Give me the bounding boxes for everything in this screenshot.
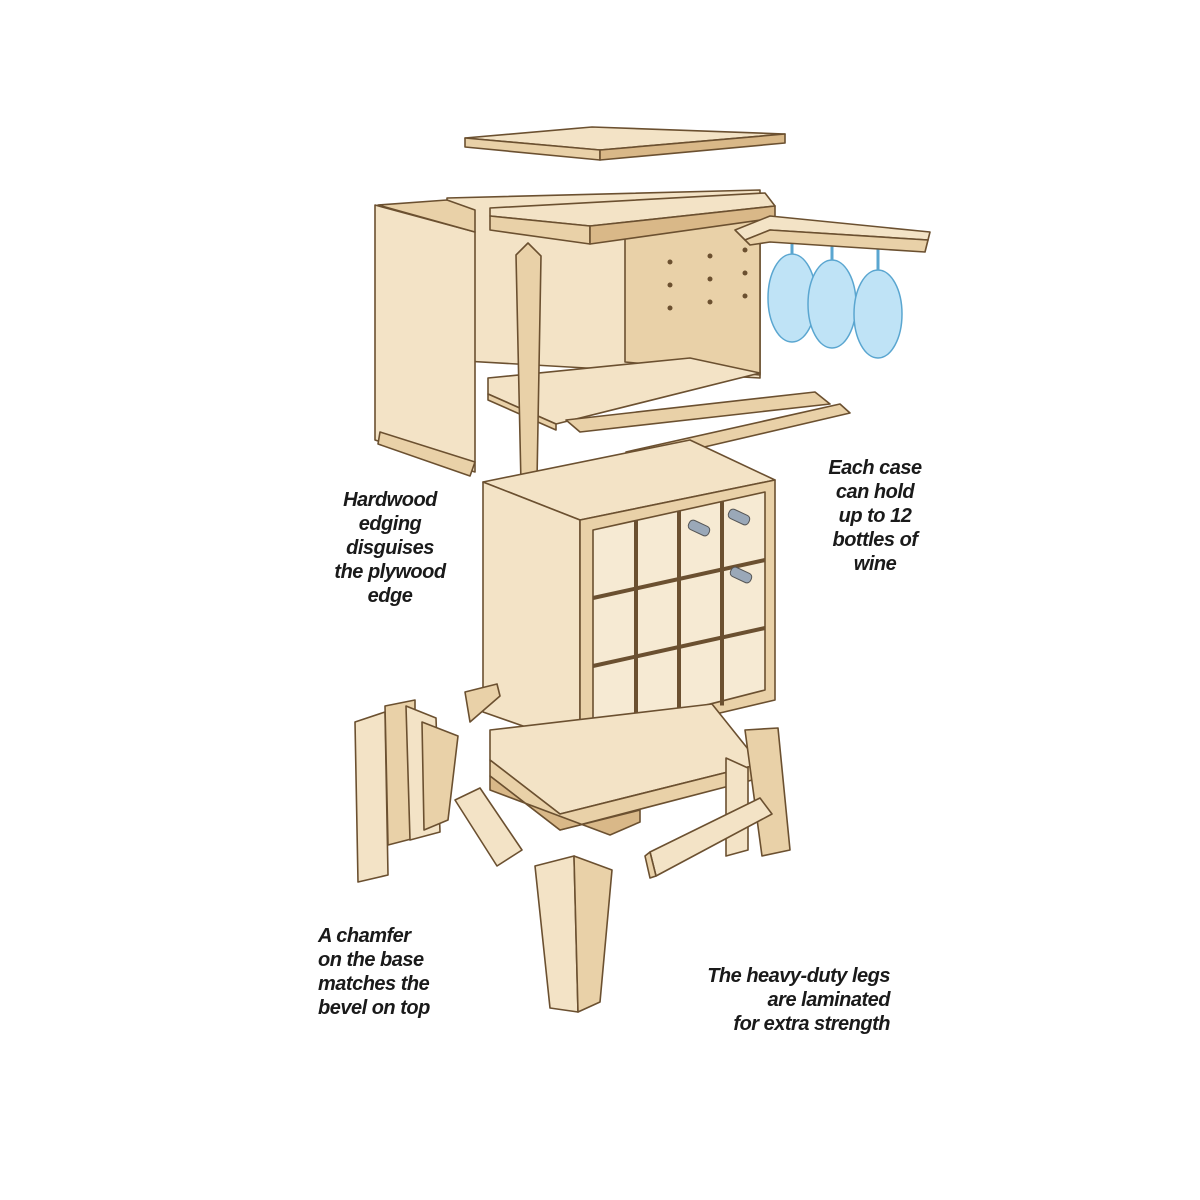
edging-annotation: Hardwood edging disguises the plywood ed… <box>300 488 480 608</box>
vertical-edging <box>515 242 542 485</box>
stemware-rack <box>734 215 931 359</box>
wine-glass <box>853 269 903 359</box>
tapered-leg <box>534 855 613 1013</box>
annotation-line: are laminated <box>767 989 891 1011</box>
annotation-line: for extra strength <box>733 1013 890 1035</box>
chamfer-annotation: A chamfer on the base matches the bevel … <box>318 924 430 1020</box>
annotation-line: can hold <box>835 481 915 503</box>
annotation-line: on the base <box>318 949 424 971</box>
annotation-line: Each case <box>828 457 922 479</box>
annotation-line: edging <box>358 513 422 535</box>
wine-bottles <box>687 508 753 584</box>
legs-annotation: The heavy-duty legs are laminated for ex… <box>707 964 890 1036</box>
left-side-panel <box>374 204 476 473</box>
left-leg-lamination <box>354 699 523 883</box>
apron-rail <box>649 797 773 877</box>
annotation-line: wine <box>853 553 897 575</box>
base-assembly <box>464 683 791 879</box>
annotation-line: Hardwood <box>343 489 437 511</box>
annotation-line: The heavy-duty legs <box>707 965 890 987</box>
wine-cubby-grid <box>592 501 766 725</box>
annotation-line: bottles of <box>832 529 919 551</box>
wine-glass <box>807 259 857 349</box>
apron-piece <box>454 787 523 867</box>
shelf <box>487 357 761 425</box>
cleat <box>464 683 501 723</box>
case-side <box>482 481 581 747</box>
cubby-shelf <box>592 626 766 668</box>
annotation-line: A chamfer <box>318 925 411 947</box>
cubby-shelf <box>592 558 766 600</box>
edging-strip <box>377 431 476 477</box>
lower-case <box>482 439 776 747</box>
annotation-line: matches the <box>318 973 430 995</box>
annotation-line: bevel on top <box>318 997 430 1019</box>
annotation-line: up to 12 <box>838 505 912 527</box>
capacity-annotation: Each case can hold up to 12 bottles of w… <box>790 456 960 576</box>
leg-lamination <box>744 727 791 857</box>
annotation-line: the plywood <box>334 561 446 583</box>
annotation-line: edge <box>367 585 413 607</box>
upper-case <box>374 189 776 485</box>
annotation-line: disguises <box>346 537 434 559</box>
top-panel <box>464 126 786 161</box>
